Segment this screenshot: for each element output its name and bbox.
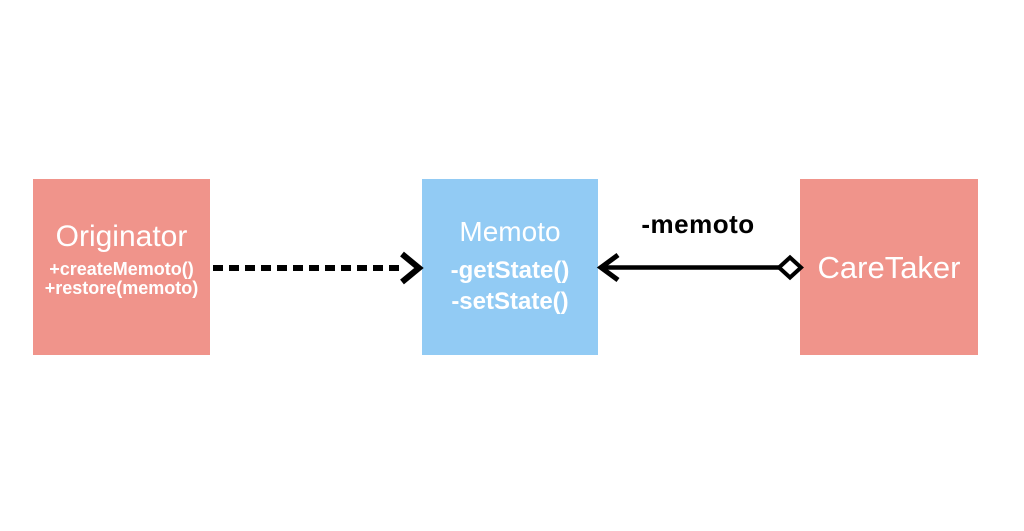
class-box-content: Memoto -getState() -setState() <box>450 215 570 317</box>
class-member: -getState() <box>450 256 570 284</box>
class-member: +restore(memoto) <box>44 278 199 298</box>
class-box-content: Originator +createMemoto() +restore(memo… <box>45 222 199 298</box>
dashed-dependency-arrow <box>213 251 424 285</box>
class-member: -setState() <box>451 287 569 315</box>
relation-label-memoto: -memoto <box>641 209 755 239</box>
class-name-memoto: Memoto <box>459 215 561 247</box>
class-name-caretaker: CareTaker <box>817 249 961 285</box>
class-member: +createMemoto() <box>49 259 194 279</box>
aggregation-arrow <box>596 252 804 283</box>
class-box-memoto: Memoto -getState() -setState() <box>422 179 598 355</box>
class-box-originator: Originator +createMemoto() +restore(memo… <box>33 179 210 355</box>
right-arrowhead-icon <box>400 251 424 285</box>
hollow-diamond-icon <box>776 254 804 281</box>
class-name-originator: Originator <box>55 220 188 253</box>
class-box-content: CareTaker <box>818 252 961 283</box>
left-arrowhead-icon <box>596 252 620 283</box>
class-box-caretaker: CareTaker <box>800 179 978 355</box>
